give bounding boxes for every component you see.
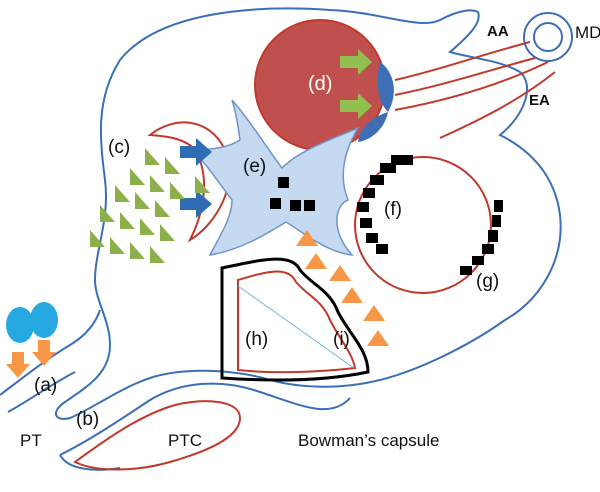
deposit-f-2 [380,163,396,173]
orange-triangle [305,253,327,269]
glomerular-capillary-f [354,156,492,294]
capillary-h-inner [237,270,357,374]
orange-down-arrow-1 [6,352,30,378]
orange-triangle [296,230,318,246]
peritubular-capillary [73,400,242,471]
protein-triangles-c [90,148,210,263]
proximal-tubule-wall-upper [0,309,101,396]
green-triangle [170,182,185,199]
capillary-h-outer [220,257,370,382]
label-aa: AA [487,23,509,40]
label-i: (i) [333,329,350,350]
label-pt: PT [20,431,42,450]
green-triangle [130,242,145,259]
label-ptc: PTC [168,431,202,450]
green-triangle [90,230,105,247]
label-c: (c) [108,137,131,158]
green-triangle [100,205,115,222]
deposit-g-3 [488,230,498,242]
orange-down-arrow-2 [32,340,56,366]
deposit-f-8 [376,244,388,254]
green-triangle [160,224,175,241]
capillary-c [147,121,231,243]
macula-densa-inner [533,22,563,52]
green-triangle [155,200,170,217]
label-md: MD [575,23,600,42]
label-d: (d) [308,73,333,95]
green-triangle [110,237,125,254]
deposit-f-1 [391,155,413,165]
label-g: (g) [476,271,500,292]
deposit-e-1 [278,177,289,188]
green-arrow-lower [340,93,372,119]
green-triangle [120,212,135,229]
green-triangle [165,157,180,174]
green-triangle [130,168,145,185]
deposit-f-4 [363,188,375,198]
deposit-g-2 [492,215,501,227]
protein-triangles-i [296,230,389,346]
green-triangle [150,246,165,263]
green-triangle [115,185,130,202]
deposit-f-6 [360,218,372,228]
endothelial-cell-upper [377,62,394,112]
green-triangle [195,176,210,193]
blue-arrow-upper [180,138,212,166]
orange-triangle [367,330,389,346]
afferent-arteriole [394,41,536,96]
orange-triangle [363,305,385,321]
blue-arrow-lower [180,190,212,218]
tubular-cell-2 [30,302,58,338]
deposit-f-5 [357,202,369,212]
green-triangle [140,218,155,235]
label-h: (h) [245,329,269,350]
orange-triangle [341,287,363,303]
label-ea: EA [529,92,550,109]
proximal-tubule-wall-lower [7,371,76,413]
deposit-g-4 [482,244,494,254]
label-bowmans-capsule: Bowman’s capsule [298,431,440,450]
deposit-e-4 [304,200,315,211]
deposit-g-5 [472,256,484,265]
label-f: (f) [384,199,402,220]
green-triangle [145,148,160,165]
deposit-e-3 [290,200,301,211]
endothelial-cell-lower [358,112,388,142]
green-arrow-upper [340,49,372,75]
macula-densa-outer [523,12,573,62]
deposit-g-1 [494,200,503,212]
green-triangle [135,192,150,209]
green-triangle [150,175,165,192]
label-b: (b) [76,409,100,430]
tubular-cell-1 [6,307,34,343]
bowmans-capsule-outline [55,7,562,420]
deposit-g-6 [460,266,472,275]
peritubular-region-outline [59,382,351,456]
deposit-f-3 [370,175,384,185]
efferent-arteriole [394,61,556,139]
label-a: (a) [34,375,58,396]
label-e: (e) [243,156,267,177]
deposit-f-7 [366,233,378,243]
capillary-h-diagonal [237,285,355,369]
orange-triangle [329,265,351,281]
deposit-e-2 [270,198,281,209]
